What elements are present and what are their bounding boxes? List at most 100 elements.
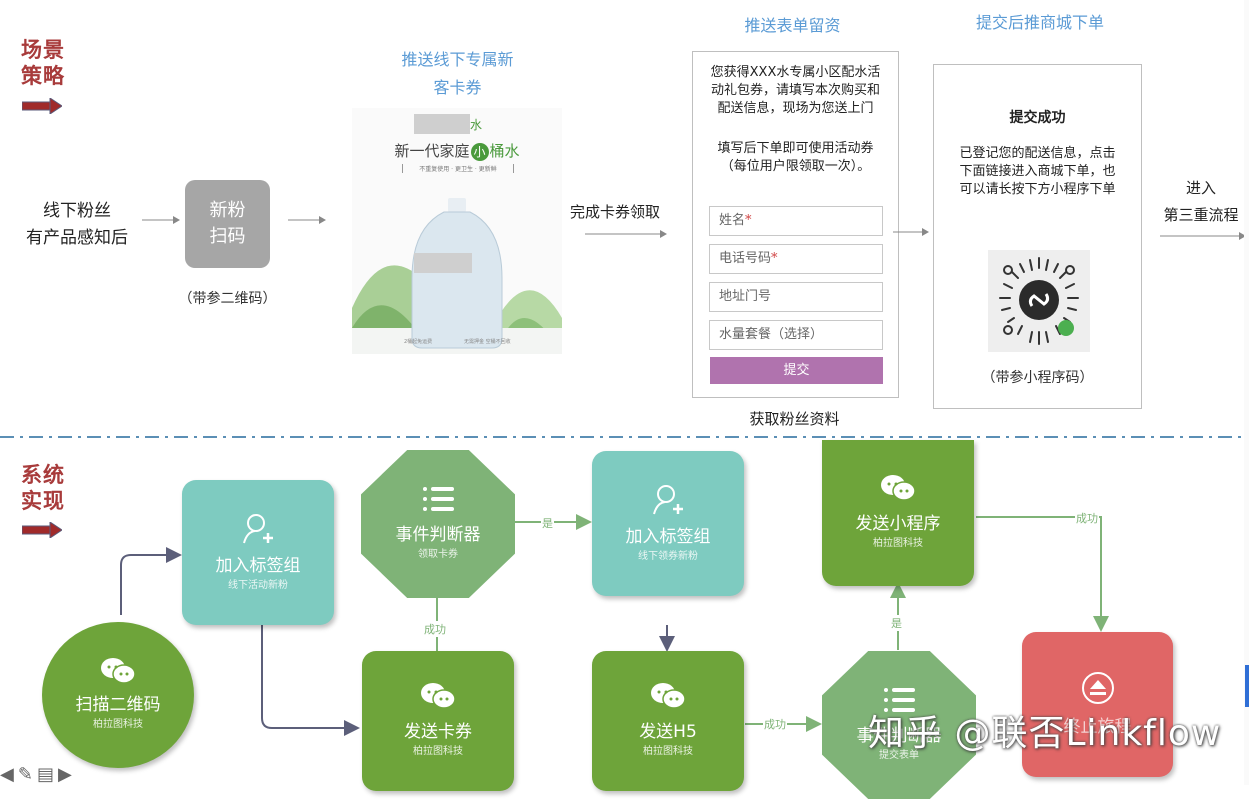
required-mark: * bbox=[745, 213, 752, 228]
name-field[interactable]: 姓名* bbox=[709, 206, 883, 236]
node-stop-journey[interactable]: 终止旅程 bbox=[1022, 632, 1173, 777]
lead-form-card: 您获得XXX水专属小区配水活 动礼包券，请填写本次购买和 配送信息，现场为您送上… bbox=[692, 51, 899, 398]
coupon-done-text: 完成卡券领取 bbox=[570, 203, 661, 221]
node-add-tag-group-2[interactable]: 加入标签组 线下领券新粉 bbox=[592, 451, 744, 596]
success-body: 已登记您的配送信息，点击 下面链接进入商城下单，也 可以请长按下方小程序下单 bbox=[934, 145, 1141, 199]
add-user-icon bbox=[653, 484, 683, 514]
name-field-label: 姓名 bbox=[719, 213, 746, 228]
address-field-label: 地址门号 bbox=[719, 289, 772, 304]
pen-icon[interactable]: ✎ bbox=[17, 764, 37, 785]
package-select[interactable]: 水量套餐（选择） bbox=[709, 320, 883, 350]
success-title: 提交成功 bbox=[1009, 110, 1066, 126]
node-title: 扫描二维码 bbox=[75, 695, 161, 715]
wechat-icon bbox=[101, 658, 136, 684]
success-body-line3: 可以请长按下方小程序下单 bbox=[959, 182, 1116, 197]
next-stage-text: 进入 第三重流程 bbox=[1155, 175, 1247, 229]
form-intro-line2: 动礼包券，请填写本次购买和 bbox=[710, 83, 880, 98]
poster-headline: 新一代家庭小桶水 bbox=[352, 140, 562, 161]
edge-mini-to-stop bbox=[976, 516, 1109, 632]
node-subtitle: 线下活动新粉 bbox=[228, 579, 288, 591]
coupon-title: 推送线下专属新 客卡券 bbox=[370, 46, 545, 102]
edge-label-yes: 是 bbox=[541, 515, 554, 531]
form-caption: 获取粉丝资料 bbox=[749, 410, 840, 428]
next-text-line1: 进入 bbox=[1185, 179, 1216, 197]
phone-field[interactable]: 电话号码* bbox=[709, 244, 883, 274]
address-field[interactable]: 地址门号 bbox=[709, 282, 883, 312]
system-section-label: 系统 实现 bbox=[21, 462, 65, 514]
node-title: 加入标签组 bbox=[625, 526, 711, 547]
node-subtitle: 柏拉图科技 bbox=[643, 746, 693, 757]
poster-footer-right: 无需押金 空桶不回收 bbox=[464, 338, 511, 345]
start-text-line1: 线下粉丝 bbox=[43, 201, 111, 221]
phone-field-label: 电话号码 bbox=[719, 251, 772, 266]
node-subtitle: 领取卡券 bbox=[418, 549, 458, 560]
edge-label-yes: 是 bbox=[890, 615, 903, 631]
package-select-label: 水量套餐（选择） bbox=[719, 327, 824, 342]
arrow-icon bbox=[288, 216, 326, 224]
form-note-line1: 填写后下单即可使用活动券 bbox=[717, 141, 874, 156]
node-title: 发送卡券 bbox=[404, 722, 472, 742]
success-body-line2: 下面链接进入商城下单，也 bbox=[959, 164, 1116, 179]
wechat-icon bbox=[651, 683, 686, 709]
node-send-coupon[interactable]: 发送卡券 柏拉图科技 bbox=[362, 651, 514, 791]
edge-label-success: 成功 bbox=[423, 621, 447, 637]
arrow-icon bbox=[142, 216, 180, 224]
after-submit-title: 提交后推商城下单 bbox=[975, 13, 1104, 32]
mini-program-qr-icon[interactable] bbox=[988, 250, 1090, 352]
right-edge-button[interactable] bbox=[1245, 665, 1249, 707]
zhihu-watermark: 知乎 @联否Linkflow bbox=[868, 713, 1222, 754]
coupon-poster: 水 新一代家庭小桶水 不重复使用 · 更卫生 · 更新鲜 2桶起免运费 无需押金… bbox=[352, 108, 562, 354]
edge-scan-to-tag1 bbox=[120, 547, 182, 615]
next-slide-icon[interactable]: ▶ bbox=[57, 764, 76, 785]
node-title: 终止旅程 bbox=[1063, 716, 1132, 737]
success-card: 提交成功 已登记您的配送信息，点击 下面链接进入商城下单，也 可以请长按下方小程… bbox=[933, 64, 1142, 409]
poster-footer-left: 2桶起免运费 bbox=[404, 338, 432, 345]
red-arrow-icon bbox=[22, 522, 62, 538]
menu-icon[interactable]: ▤ bbox=[36, 764, 58, 785]
submit-button[interactable]: 提交 bbox=[710, 357, 883, 384]
scan-box-line2: 扫码 bbox=[209, 226, 246, 247]
poster-tagline: 不重复使用 · 更卫生 · 更新鲜 bbox=[402, 164, 514, 173]
node-add-tag-group-1[interactable]: 加入标签组 线下活动新粉 bbox=[182, 480, 334, 625]
scan-caption: （带参二维码） bbox=[178, 291, 277, 307]
scenario-label-line1: 场景 bbox=[21, 38, 65, 62]
system-label-line2: 实现 bbox=[21, 489, 65, 513]
system-label-line1: 系统 bbox=[21, 463, 65, 487]
section-divider bbox=[0, 436, 1249, 438]
water-bottle-image: 2桶起免运费 无需押金 空桶不回收 bbox=[352, 198, 562, 354]
node-title: 加入标签组 bbox=[215, 555, 301, 576]
node-event-judge-2[interactable]: 事件判断器 提交表单 bbox=[822, 651, 976, 799]
add-user-icon bbox=[243, 513, 273, 543]
slide-toolbar: ◀✎▤▶ bbox=[0, 764, 76, 785]
eject-icon bbox=[1081, 671, 1114, 704]
scenario-section-label: 场景 策略 bbox=[21, 37, 65, 89]
node-scan-qr[interactable]: 扫描二维码 柏拉图科技 bbox=[42, 622, 194, 768]
red-arrow-icon bbox=[22, 98, 62, 114]
list-icon bbox=[423, 487, 454, 511]
form-note-line2: （每位用户限领取一次）。 bbox=[720, 159, 871, 174]
brand-suffix: 水 bbox=[470, 118, 483, 132]
start-text: 线下粉丝 有产品感知后 bbox=[18, 198, 136, 252]
node-send-h5[interactable]: 发送H5 柏拉图科技 bbox=[592, 651, 744, 791]
node-subtitle: 线下领券新粉 bbox=[638, 550, 698, 562]
success-body-line1: 已登记您的配送信息，点击 bbox=[959, 146, 1116, 161]
node-event-judge-1[interactable]: 事件判断器 领取卡券 bbox=[361, 450, 515, 598]
edge-tag1-to-coupon bbox=[261, 625, 360, 736]
edge-label-success: 成功 bbox=[1075, 510, 1099, 526]
wechat-icon bbox=[421, 683, 456, 709]
flow-connectors bbox=[120, 514, 1109, 736]
arrow-icon bbox=[893, 228, 929, 236]
scan-qr-box: 新粉 扫码 bbox=[185, 180, 270, 268]
node-send-mini-program[interactable]: 发送小程序 柏拉图科技 bbox=[822, 440, 974, 586]
right-edge-panel bbox=[1244, 0, 1249, 785]
required-mark: * bbox=[771, 251, 778, 266]
form-intro-line1: 您获得XXX水专属小区配水活 bbox=[710, 65, 881, 80]
coupon-title-line2: 客卡券 bbox=[433, 78, 482, 97]
prev-slide-icon[interactable]: ◀ bbox=[0, 764, 18, 785]
arrow-icon bbox=[585, 230, 667, 238]
scan-box-line1: 新粉 bbox=[209, 200, 246, 221]
coupon-title-line1: 推送线下专属新 bbox=[401, 50, 514, 69]
node-subtitle: 提交表单 bbox=[879, 750, 919, 761]
next-text-line2: 第三重流程 bbox=[1163, 206, 1239, 224]
node-subtitle: 柏拉图科技 bbox=[413, 746, 463, 757]
